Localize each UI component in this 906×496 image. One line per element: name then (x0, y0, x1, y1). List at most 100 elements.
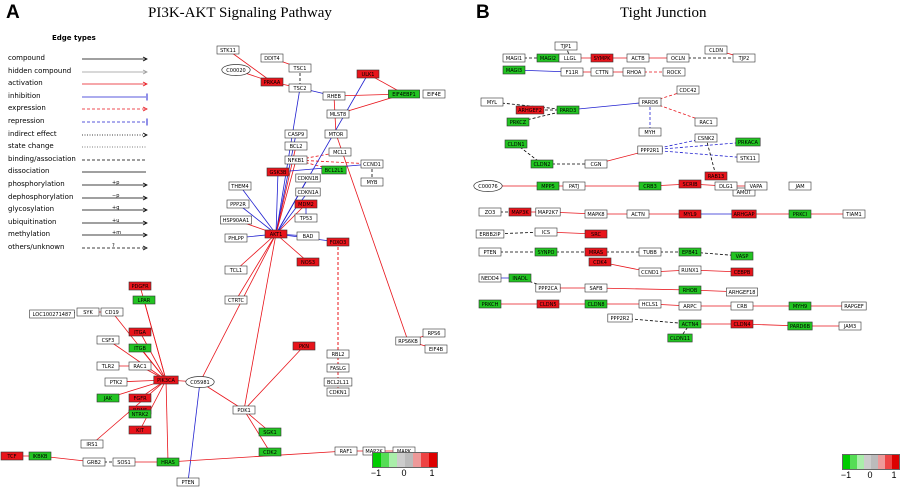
gene-node-actn4: ACTN4 (678, 319, 702, 329)
legend-row-activation: activation (8, 79, 156, 89)
gene-node-tiam1: TIAM1 (842, 209, 866, 219)
gene-label: FOXO3 (330, 240, 347, 246)
gene-node-mras: MRAS (584, 247, 608, 257)
gene-node-llgl: LLGL (558, 53, 582, 63)
edge-akt1-nos3 (275, 233, 309, 263)
gene-node-cldn8: CLDN8 (584, 299, 608, 309)
gene-label: RHOB (683, 288, 698, 294)
gene-label: MYB (367, 180, 378, 186)
gene-node-myh9: MYH9 (788, 301, 812, 311)
gene-label: INADL (512, 276, 527, 282)
gene-label: FGFR (133, 396, 147, 402)
gene-node-rps6: RPS6 (422, 328, 446, 338)
gene-label: DDIT4 (264, 56, 279, 62)
gene-label: MYL9 (683, 212, 696, 218)
gene-node-nos3: NOS3 (296, 257, 320, 267)
gene-node-rac1: RAC1 (128, 361, 152, 371)
gene-label: RPS6KB (398, 339, 418, 345)
gene-label: EIF4B (429, 347, 444, 353)
gene-node-vapa: VAPA (744, 181, 768, 191)
colorbar-step (421, 453, 429, 467)
colorbar-b-ticks: −1 0 1 (841, 470, 898, 480)
legend-line-sample (80, 142, 152, 152)
legend-label: indirect effect (8, 129, 57, 138)
gene-label: MAP2K7 (538, 210, 558, 216)
gene-label: CLDN5 (539, 302, 556, 308)
gene-label: VAPA (750, 184, 763, 190)
gene-node-rock: ROCK (662, 67, 686, 77)
legend-row-glycosylation: glycosylation+g (8, 205, 156, 215)
gene-node-tlr2: TLR2 (96, 361, 120, 371)
gene-node-bcl2: BCL2 (284, 141, 308, 151)
edge-pdk1-cdk2 (243, 409, 271, 453)
gene-label: NFKB1 (288, 158, 305, 164)
gene-label: HSP90AA1 (223, 218, 249, 224)
gene-node-csnk2: CSNK2 (694, 133, 718, 143)
gene-label: ITGA (134, 330, 146, 336)
gene-node-dlg1: DLG1 (714, 181, 738, 191)
gene-node-patj: PATJ (562, 181, 586, 191)
gene-label: MPP5 (541, 184, 555, 190)
gene-label: CLDN8 (587, 302, 604, 308)
colorbar-step (843, 455, 850, 469)
gene-label: EPB41 (682, 250, 698, 256)
gene-label: SRC (591, 232, 601, 238)
gene-label: FASLG (330, 366, 346, 372)
legend-row-state-change: state change (8, 142, 156, 152)
gene-node-scrib: SCRIB (678, 179, 702, 189)
gene-node-cttn: CTTN (590, 67, 614, 77)
gene-label: TUBB (642, 250, 657, 256)
gene-label: PTEN (484, 250, 497, 256)
gene-node-arhgef2: ARHGEF2 (515, 105, 545, 115)
gene-node-hras: HRAS (156, 457, 180, 467)
legend-row-methylation: methylation+m (8, 230, 156, 240)
gene-node-epb41: EPB41 (678, 247, 702, 257)
gene-node-synpo: SYNPO (534, 247, 558, 257)
legend-label: activation (8, 79, 43, 88)
colorbar-step (413, 453, 421, 467)
gene-label: MAPK (397, 449, 412, 455)
panel-b-letter: B (476, 2, 490, 23)
gene-node-stk11: STK11 (736, 153, 760, 163)
colorbar-step (892, 455, 899, 469)
gene-label: PPP2CA (538, 286, 558, 292)
gene-node-mpp5: MPP5 (536, 181, 560, 191)
gene-label: MDM2 (298, 202, 314, 208)
legend-line-sample: +m (80, 230, 152, 240)
gene-node-sympk: SYMPK (590, 53, 614, 63)
gene-node-ppp2r2: PPP2R2 (607, 313, 633, 323)
gene-node-map3k: MAP3K (508, 207, 532, 217)
gene-node-akt1: AKT1 (264, 229, 288, 239)
gene-label: CLDN2 (533, 162, 550, 168)
gene-node-tcf: TCF (0, 451, 24, 461)
edge-ppp2r1-prkaca (649, 138, 749, 151)
gene-node-tcl1: TCL1 (224, 265, 248, 275)
gene-label: RAPGEF (844, 304, 864, 310)
gene-label: F11R (566, 70, 579, 76)
gene-node-rps6kb: RPS6KB (395, 336, 421, 346)
colorbar-step (373, 453, 381, 467)
gene-label: IKBKB (33, 454, 48, 460)
legend-row-expression: expression (8, 104, 156, 114)
gene-node-f11r: F11R (560, 67, 584, 77)
gene-node-prkcz: PRKCZ (506, 117, 530, 127)
gene-node-arpc: ARPC (678, 301, 702, 311)
edge-csf3-pik3ca (107, 339, 167, 381)
gene-node-sos1: SOS1 (112, 457, 136, 467)
gene-label: CSNK2 (698, 136, 715, 142)
gene-label: BCL2L11 (327, 380, 349, 386)
gene-node-rhob: RHOB (678, 285, 702, 295)
gene-node-ntrk2: NTRK2 (128, 409, 152, 419)
gene-label: NOS3 (301, 260, 315, 266)
gene-node-cdk2: CDK2 (258, 447, 282, 457)
gene-label: TCF (6, 454, 16, 460)
gene-label: PRKAA (264, 80, 281, 86)
gene-node-bad: BAD (296, 231, 320, 241)
colorbar-a-tick-min: −1 (370, 468, 382, 478)
gene-label: IRS1 (86, 442, 97, 448)
legend-row-indirect-effect: indirect effect (8, 130, 156, 140)
edge-pard3-pard6 (567, 98, 651, 111)
gene-node-tubb: TUBB (638, 247, 662, 257)
gene-node-vasp: VASP (730, 251, 754, 261)
